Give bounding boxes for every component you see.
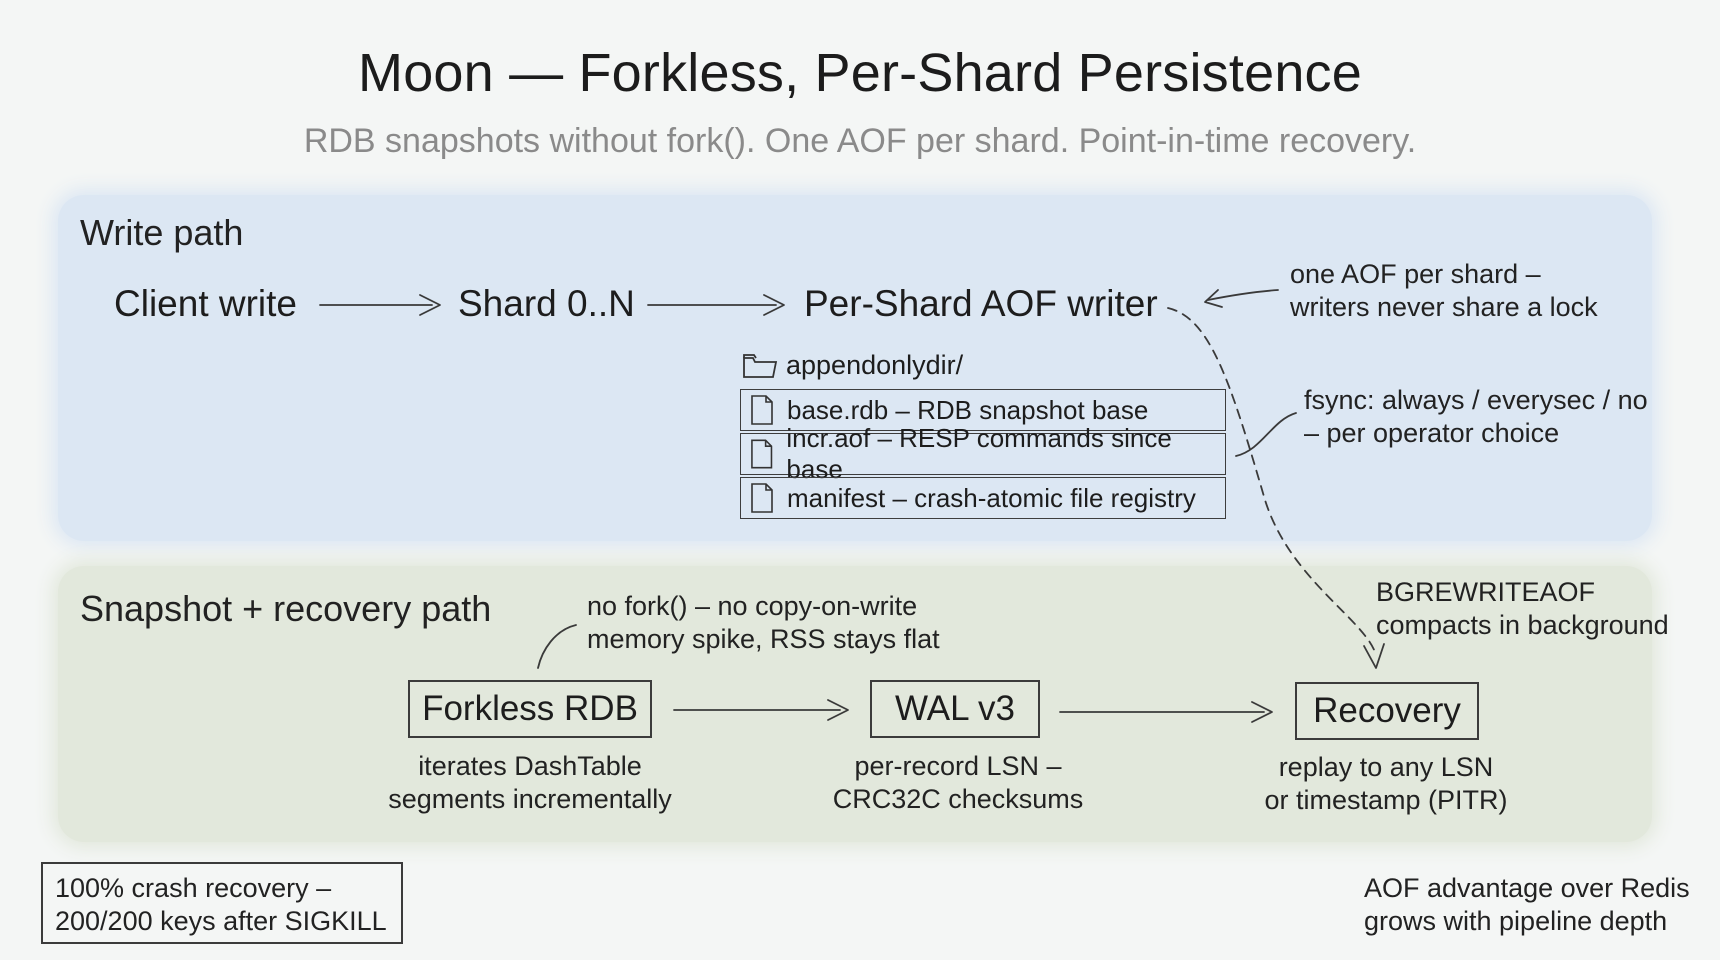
shard-node: Shard 0..N: [458, 283, 635, 324]
lock-note-line: one AOF per shard –: [1290, 259, 1541, 289]
file-label: manifest – crash-atomic file registry: [787, 482, 1196, 513]
client-write-node: Client write: [114, 283, 297, 324]
folder-icon: [743, 353, 778, 378]
snapshot-recovery-panel: [58, 566, 1652, 842]
fork-note-line: no fork() – no copy-on-write: [587, 591, 918, 621]
fork-note: no fork() – no copy-on-write memory spik…: [587, 590, 940, 656]
aof-advantage-note: AOF advantage over Redis grows with pipe…: [1364, 872, 1690, 938]
write-path-label: Write path: [80, 212, 244, 253]
file-label: base.rdb – RDB snapshot base: [787, 394, 1149, 425]
rewrite-note-line: compacts in background: [1376, 610, 1669, 640]
file-icon: [751, 439, 773, 469]
fsync-note-line: – per operator choice: [1304, 418, 1560, 448]
fork-note-line: memory spike, RSS stays flat: [587, 624, 940, 654]
folder-name: appendonlydir/: [786, 350, 964, 380]
caption-line: per-record LSN –: [854, 751, 1062, 781]
crash-recovery-box: 100% crash recovery – 200/200 keys after…: [41, 862, 403, 944]
forkless-rdb-caption: iterates DashTable segments incrementall…: [360, 750, 700, 816]
recovery-caption: replay to any LSN or timestamp (PITR): [1216, 751, 1556, 817]
file-row-manifest: manifest – crash-atomic file registry: [740, 477, 1226, 519]
lock-note-line: writers never share a lock: [1290, 292, 1598, 322]
caption-line: iterates DashTable: [418, 751, 642, 781]
aof-note-line: grows with pipeline depth: [1364, 906, 1668, 936]
file-row-incr-aof: incr.aof – RESP commands since base: [740, 423, 1226, 484]
fsync-note: fsync: always / everysec / no – per oper…: [1304, 384, 1648, 450]
file-row-base-rdb: base.rdb – RDB snapshot base: [740, 389, 1226, 431]
folder-label: appendonlydir/: [742, 350, 963, 381]
crash-box-line: 200/200 keys after SIGKILL: [55, 906, 387, 936]
caption-line: replay to any LSN: [1278, 752, 1494, 782]
lock-note: one AOF per shard – writers never share …: [1290, 258, 1598, 324]
page-subtitle: RDB snapshots without fork(). One AOF pe…: [303, 122, 1417, 160]
rewrite-note-line: BGREWRITEAOF: [1376, 577, 1596, 607]
page-title: Moon — Forkless, Per-Shard Persistence: [358, 43, 1362, 103]
crash-box-line: 100% crash recovery –: [55, 873, 332, 903]
rewrite-note: BGREWRITEAOF compacts in background: [1376, 576, 1669, 642]
file-label: incr.aof – RESP commands since base: [786, 423, 1172, 484]
snapshot-path-label: Snapshot + recovery path: [80, 588, 492, 629]
caption-line: CRC32C checksums: [832, 784, 1084, 814]
wal-caption: per-record LSN – CRC32C checksums: [800, 750, 1116, 816]
file-icon: [751, 483, 773, 513]
file-icon: [751, 395, 773, 425]
aof-writer-node: Per-Shard AOF writer: [804, 283, 1158, 324]
fsync-note-line: fsync: always / everysec / no: [1304, 385, 1648, 415]
wal-v3-box: WAL v3: [870, 680, 1040, 738]
write-path-panel: [58, 195, 1652, 541]
recovery-box: Recovery: [1295, 682, 1479, 740]
forkless-rdb-box: Forkless RDB: [408, 680, 652, 738]
caption-line: or timestamp (PITR): [1264, 785, 1508, 815]
caption-line: segments incrementally: [388, 784, 672, 814]
aof-note-line: AOF advantage over Redis: [1364, 873, 1690, 903]
